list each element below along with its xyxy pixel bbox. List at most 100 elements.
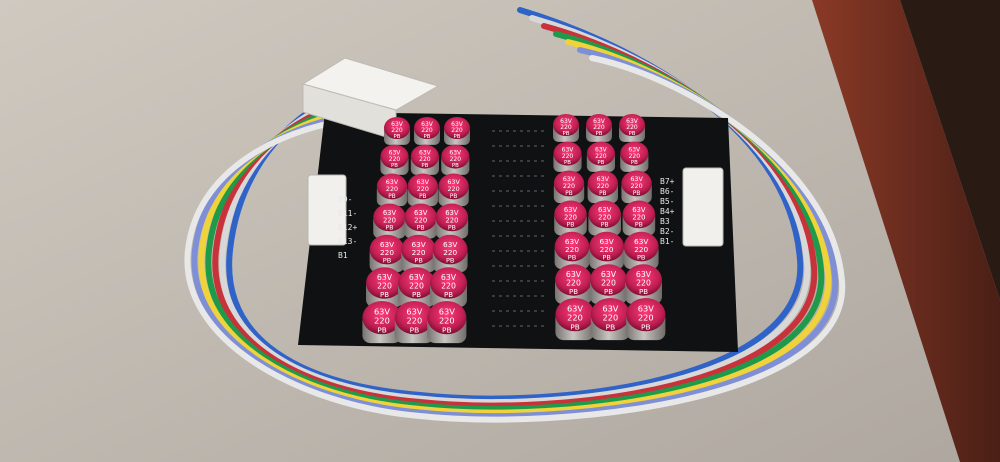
capacitor-capacitance: 220 (632, 213, 645, 221)
via (527, 250, 530, 252)
wire-bundle (184, 7, 846, 423)
via (492, 220, 495, 222)
via (541, 310, 544, 312)
via (541, 235, 544, 237)
pad-label: B9- (338, 195, 352, 204)
capacitor-voltage: 63V (638, 304, 654, 314)
capacitor-series: PB (386, 225, 394, 232)
right-connector (682, 167, 724, 247)
capacitor-capacitance: 220 (593, 124, 605, 131)
pad-label: B7+ (660, 177, 675, 186)
via (541, 295, 544, 297)
capacitor-capacitance: 220 (374, 315, 390, 325)
via (534, 145, 537, 147)
capacitor-voltage: 63V (380, 240, 394, 249)
dark-floor (900, 0, 1000, 300)
capacitor-voltage: 63V (441, 273, 457, 282)
via (513, 280, 516, 282)
capacitor-series: PB (569, 288, 578, 296)
capacitor-series: PB (452, 163, 459, 169)
via (541, 190, 544, 192)
capacitor-series: PB (629, 131, 636, 137)
capacitor-voltage: 63V (377, 273, 393, 282)
capacitor-voltage: 63V (417, 178, 430, 186)
via (513, 220, 516, 222)
via (527, 325, 530, 327)
via (492, 205, 495, 207)
via (527, 160, 530, 162)
via (499, 205, 502, 207)
capacitor-voltage: 63V (628, 146, 641, 153)
capacitor-voltage: 63V (560, 118, 573, 125)
via (499, 175, 502, 177)
via (506, 190, 509, 192)
pcb-vias (492, 130, 544, 327)
capacitor-series: PB (599, 191, 606, 197)
via (520, 220, 523, 222)
via (534, 265, 537, 267)
via (506, 160, 509, 162)
capacitor-series: PB (391, 163, 398, 169)
capacitor-voltage: 63V (451, 121, 464, 128)
via (527, 145, 530, 147)
capacitor-series: PB (602, 254, 611, 262)
via (506, 310, 509, 312)
capacitor-voltage: 63V (566, 270, 582, 279)
pad-label: B3 (660, 217, 670, 226)
via (527, 205, 530, 207)
pad-label: B13- (338, 237, 357, 246)
via (499, 235, 502, 237)
via (520, 265, 523, 267)
capacitor-voltage: 63V (439, 307, 455, 317)
capacitor-series: PB (394, 134, 401, 140)
via (527, 265, 530, 267)
capacitor-capacitance: 220 (409, 282, 424, 291)
via (513, 310, 516, 312)
via (506, 325, 509, 327)
via (534, 160, 537, 162)
via (499, 160, 502, 162)
capacitor-series: PB (383, 257, 392, 265)
capacitor-capacitance: 220 (598, 213, 611, 221)
capacitor-series: PB (570, 322, 580, 331)
via (513, 130, 516, 132)
via (506, 235, 509, 237)
capacitor-capacitance: 220 (383, 216, 396, 224)
capacitor-capacitance: 220 (451, 127, 463, 134)
via (513, 145, 516, 147)
pad-label: B5- (660, 197, 674, 206)
capacitor-series: PB (419, 194, 426, 200)
capacitor-voltage: 63V (630, 175, 643, 183)
capacitor-series: PB (424, 134, 431, 140)
capacitor-capacitance: 220 (601, 279, 616, 288)
via (541, 220, 544, 222)
left-connector (307, 174, 347, 246)
capacitor-series: PB (635, 222, 643, 229)
via (499, 220, 502, 222)
via (527, 190, 530, 192)
via (527, 130, 530, 132)
capacitor-capacitance: 220 (626, 124, 638, 131)
via (541, 130, 544, 132)
capacitor-voltage: 63V (632, 206, 646, 214)
via (534, 280, 537, 282)
capacitor-capacitance: 220 (603, 312, 619, 322)
capacitor-capacitance: 220 (562, 153, 574, 160)
via (520, 325, 523, 327)
via (499, 295, 502, 297)
capacitor-series: PB (637, 254, 646, 262)
via (499, 310, 502, 312)
